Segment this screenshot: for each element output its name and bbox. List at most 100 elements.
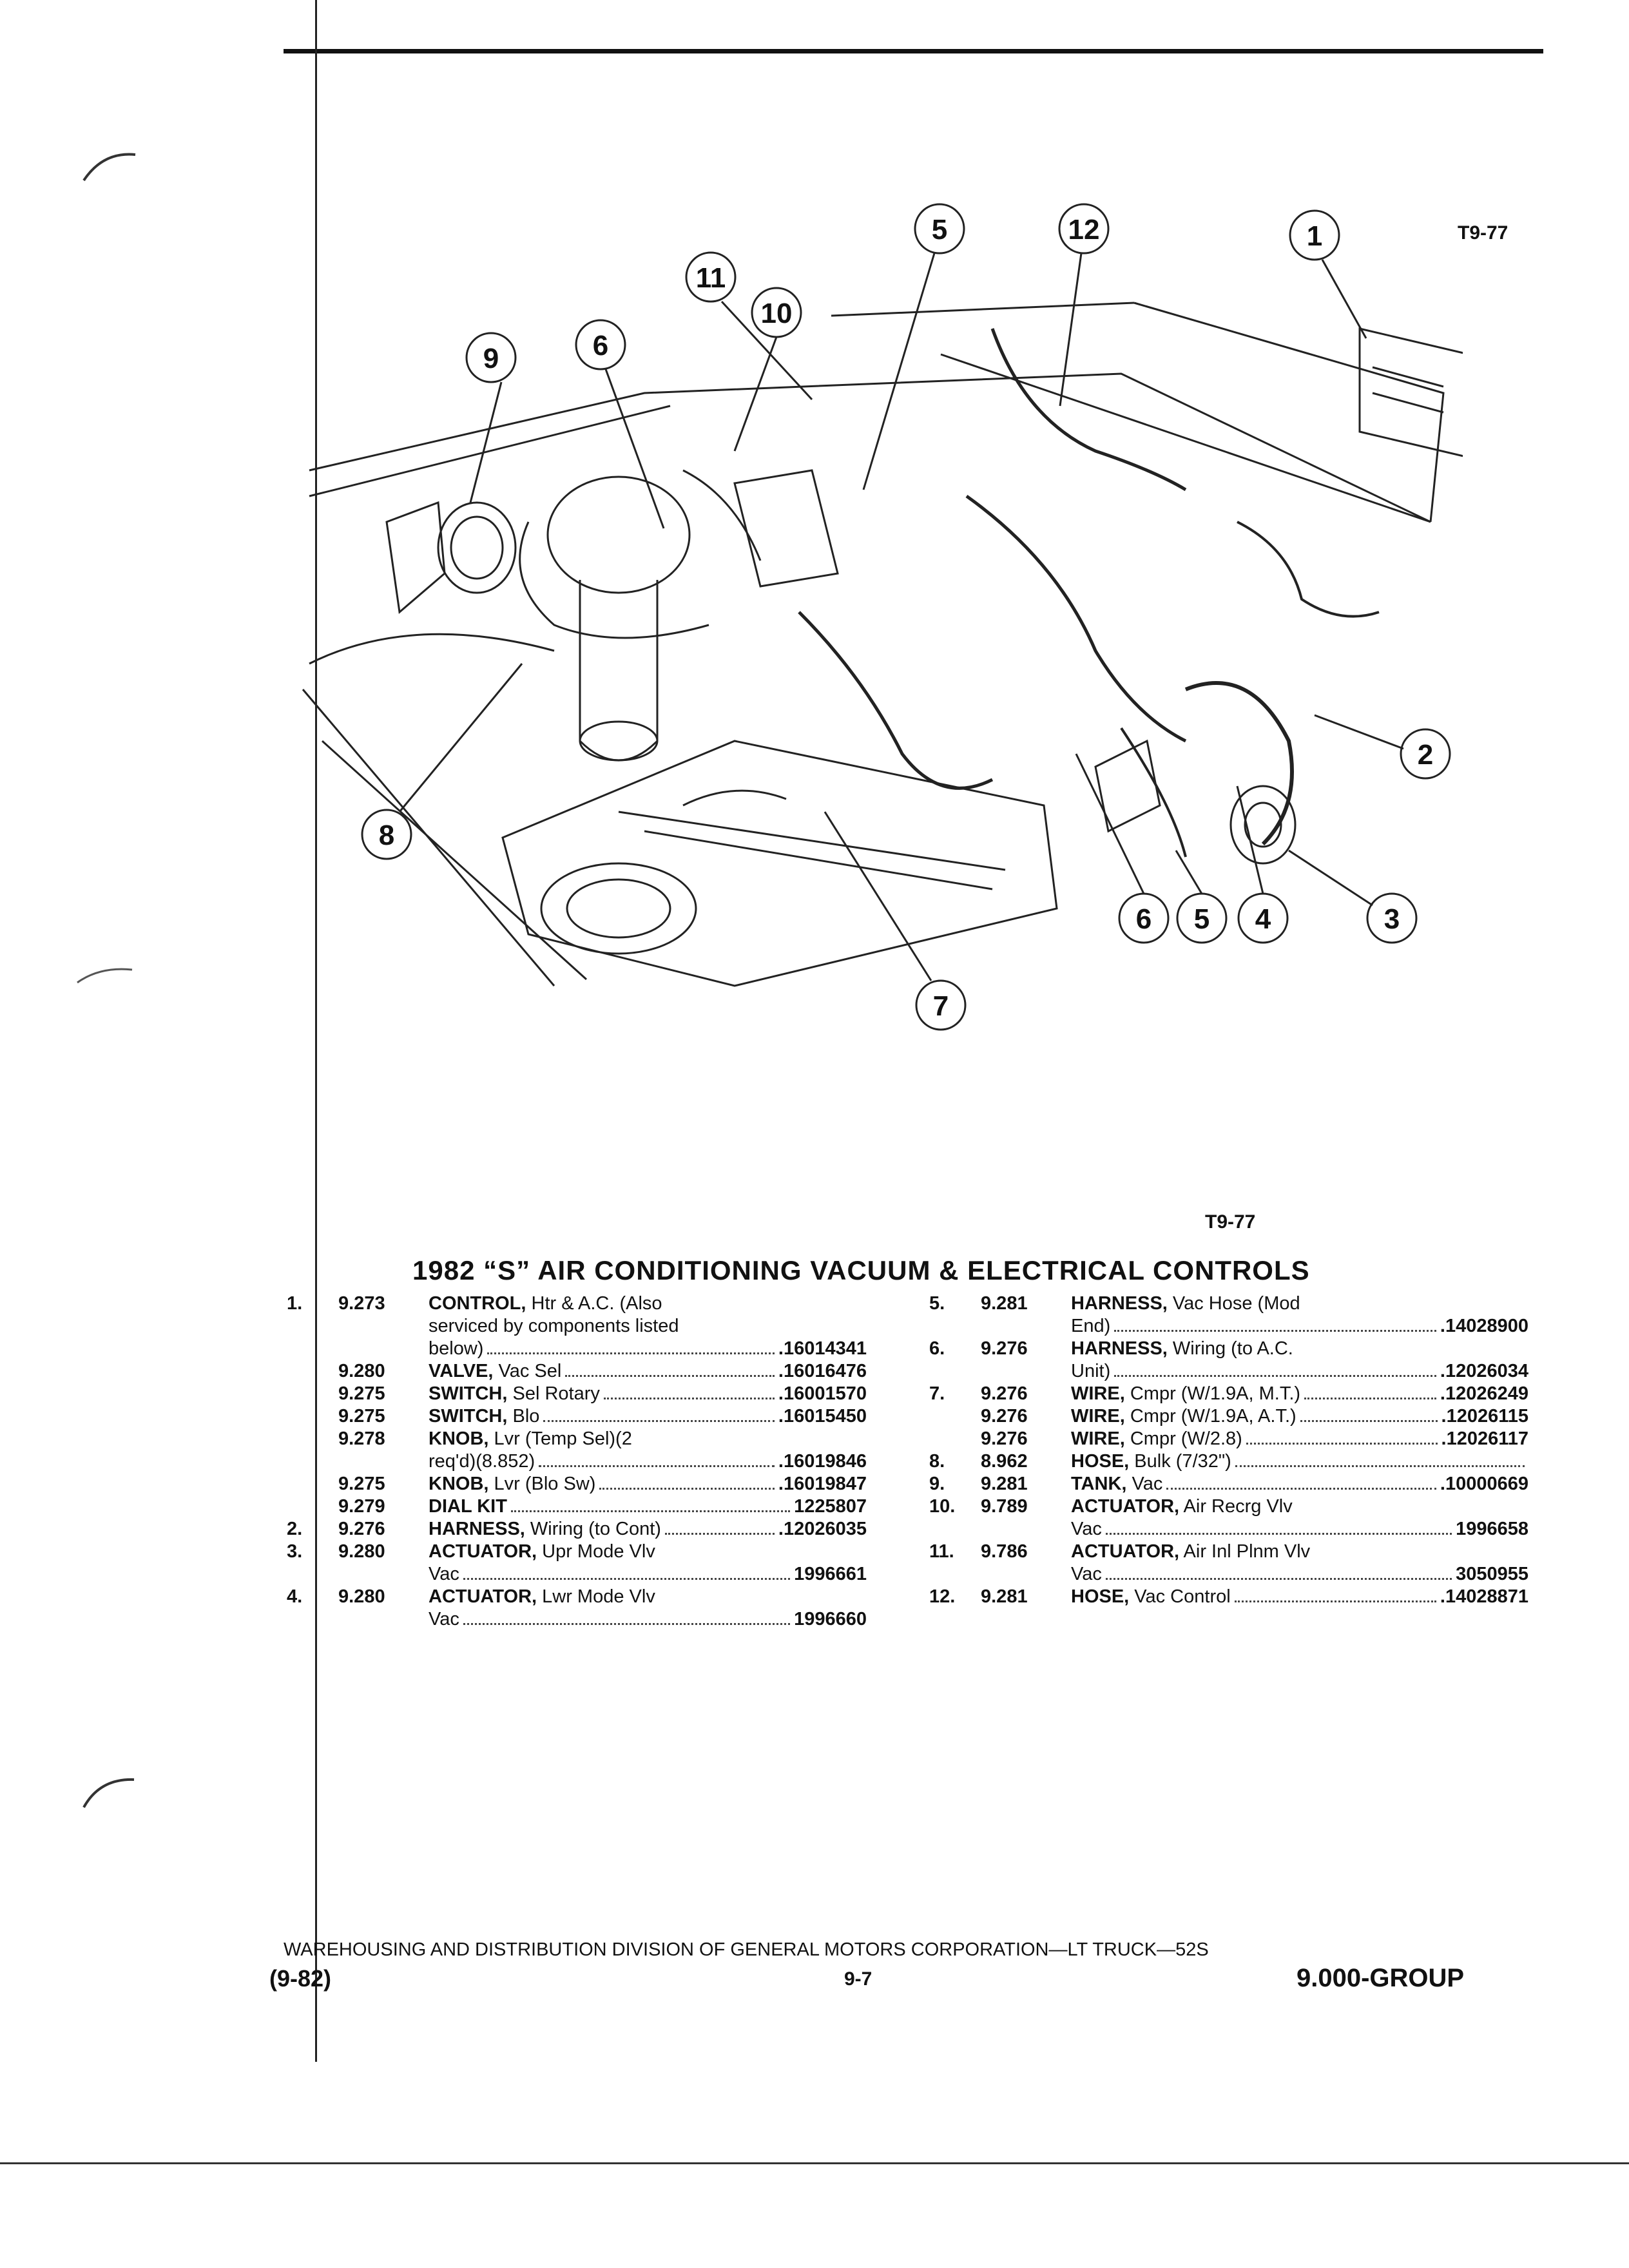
part-number: 1. — [287, 1293, 303, 1314]
part-number — [929, 1428, 981, 1450]
part-desc: Cmpr (W/1.9A, A.T.) — [1124, 1406, 1296, 1427]
leader-dots — [1300, 1405, 1438, 1422]
part-number: 6. — [929, 1338, 945, 1359]
part-desc: Vac — [1126, 1474, 1163, 1494]
part-catalog-number: .14028900 — [1440, 1316, 1528, 1336]
part-group: 9.786 — [981, 1541, 1028, 1562]
leader-dots — [1166, 1473, 1436, 1490]
part-catalog-number: .16016476 — [778, 1361, 867, 1381]
part-group: 9.276 — [981, 1406, 1028, 1427]
part-number: 5. — [929, 1293, 945, 1314]
part-desc: Vac — [429, 1609, 459, 1629]
part-desc: Lvr (Temp Sel)(2 — [488, 1428, 632, 1449]
leader-dots — [1105, 1518, 1452, 1535]
part-row: 9. 9.281 TANK, Vac .10000669 — [929, 1473, 1528, 1495]
part-catalog-number: 1996660 — [794, 1609, 867, 1629]
part-desc: Lwr Mode Vlv — [537, 1586, 655, 1607]
part-group: 9.281 — [981, 1293, 1028, 1314]
part-group: 9.275 — [338, 1383, 385, 1404]
part-line: below) .16014341 — [429, 1338, 867, 1360]
part-line: req'd)(8.852).16019846 — [429, 1450, 867, 1473]
part-name: HARNESS, — [1071, 1338, 1168, 1359]
part-name: TANK, — [1071, 1474, 1127, 1494]
part-catalog-number: .12026249 — [1440, 1383, 1528, 1404]
part-catalog-number: 1996661 — [794, 1564, 867, 1584]
part-name: KNOB, — [429, 1474, 489, 1494]
part-desc: Htr & A.C. (Also — [526, 1293, 662, 1314]
part-desc: Vac Control — [1129, 1586, 1231, 1607]
part-name: ACTUATOR, — [429, 1541, 537, 1562]
part-number — [287, 1428, 338, 1473]
svg-text:7: 7 — [933, 990, 949, 1022]
part-desc: req'd)(8.852) — [429, 1451, 535, 1472]
leader-dots — [664, 1518, 775, 1535]
part-desc: Vac — [1071, 1564, 1102, 1584]
footer-date: (9-82) — [269, 1965, 332, 1992]
svg-text:2: 2 — [1418, 739, 1433, 771]
part-desc: Blo — [507, 1406, 540, 1427]
part-desc: Vac Hose (Mod — [1167, 1293, 1300, 1314]
part-number — [287, 1383, 338, 1405]
part-group: 9.280 — [338, 1541, 385, 1562]
part-catalog-number: .10000669 — [1440, 1474, 1528, 1494]
margin-mark — [77, 968, 133, 984]
svg-text:6: 6 — [593, 330, 608, 361]
part-desc: End) — [1071, 1316, 1111, 1336]
section-title: 1982 “S” AIR CONDITIONING VACUUM & ELECT… — [412, 1255, 1310, 1285]
figure-code-caption: T9-77 — [1205, 1211, 1256, 1233]
part-group: 9.279 — [338, 1496, 385, 1517]
part-number: 9. — [929, 1474, 945, 1494]
part-number — [287, 1495, 338, 1518]
part-desc: Wiring (to A.C. — [1167, 1338, 1293, 1359]
part-line: HARNESS, Wiring (to A.C. — [1071, 1338, 1528, 1360]
part-name: HARNESS, — [429, 1519, 525, 1539]
part-name: WIRE, — [1071, 1428, 1125, 1449]
leader-dots — [565, 1360, 775, 1377]
part-catalog-number: .14028871 — [1440, 1586, 1528, 1607]
part-number: 4. — [287, 1586, 303, 1607]
part-catalog-number: .16015450 — [778, 1406, 867, 1427]
part-number: 2. — [287, 1519, 303, 1539]
margin-mark — [82, 1778, 135, 1808]
part-line: CONTROL, Htr & A.C. (Also — [429, 1293, 867, 1315]
part-number: 12. — [929, 1586, 956, 1607]
part-name: CONTROL, — [429, 1293, 526, 1314]
part-number: 10. — [929, 1496, 956, 1517]
part-desc: Vac Sel — [493, 1361, 562, 1381]
part-group: 9.281 — [981, 1474, 1028, 1494]
part-group: 9.281 — [981, 1586, 1028, 1607]
part-name: ACTUATOR, — [1071, 1496, 1180, 1517]
part-desc: Unit) — [1071, 1361, 1111, 1381]
leader-dots — [539, 1450, 775, 1467]
part-desc: below) — [429, 1338, 484, 1359]
part-number — [287, 1405, 338, 1428]
part-number: 8. — [929, 1451, 945, 1472]
part-name: HOSE, — [1071, 1586, 1130, 1607]
leader-dots — [603, 1383, 775, 1399]
part-line: HARNESS, Wiring (to Cont).12026035 — [429, 1518, 867, 1541]
part-group: 9.280 — [338, 1586, 385, 1607]
part-name: HARNESS, — [1071, 1293, 1168, 1314]
part-name: WIRE, — [1071, 1406, 1125, 1427]
svg-text:5: 5 — [932, 214, 947, 245]
part-name: VALVE, — [429, 1361, 494, 1381]
part-catalog-number: .16014341 — [778, 1338, 867, 1359]
part-line: VALVE, Vac Sel .16016476 — [429, 1360, 867, 1383]
part-group: 9.275 — [338, 1474, 385, 1494]
part-group: 9.276 — [981, 1428, 1028, 1449]
svg-text:10: 10 — [761, 298, 793, 329]
part-line: HOSE, Bulk (7/32") — [1071, 1450, 1528, 1473]
svg-text:11: 11 — [696, 262, 726, 294]
part-line: HARNESS, Vac Hose (Mod — [1071, 1293, 1528, 1315]
part-catalog-number: .16001570 — [778, 1383, 867, 1404]
part-name: KNOB, — [429, 1428, 489, 1449]
